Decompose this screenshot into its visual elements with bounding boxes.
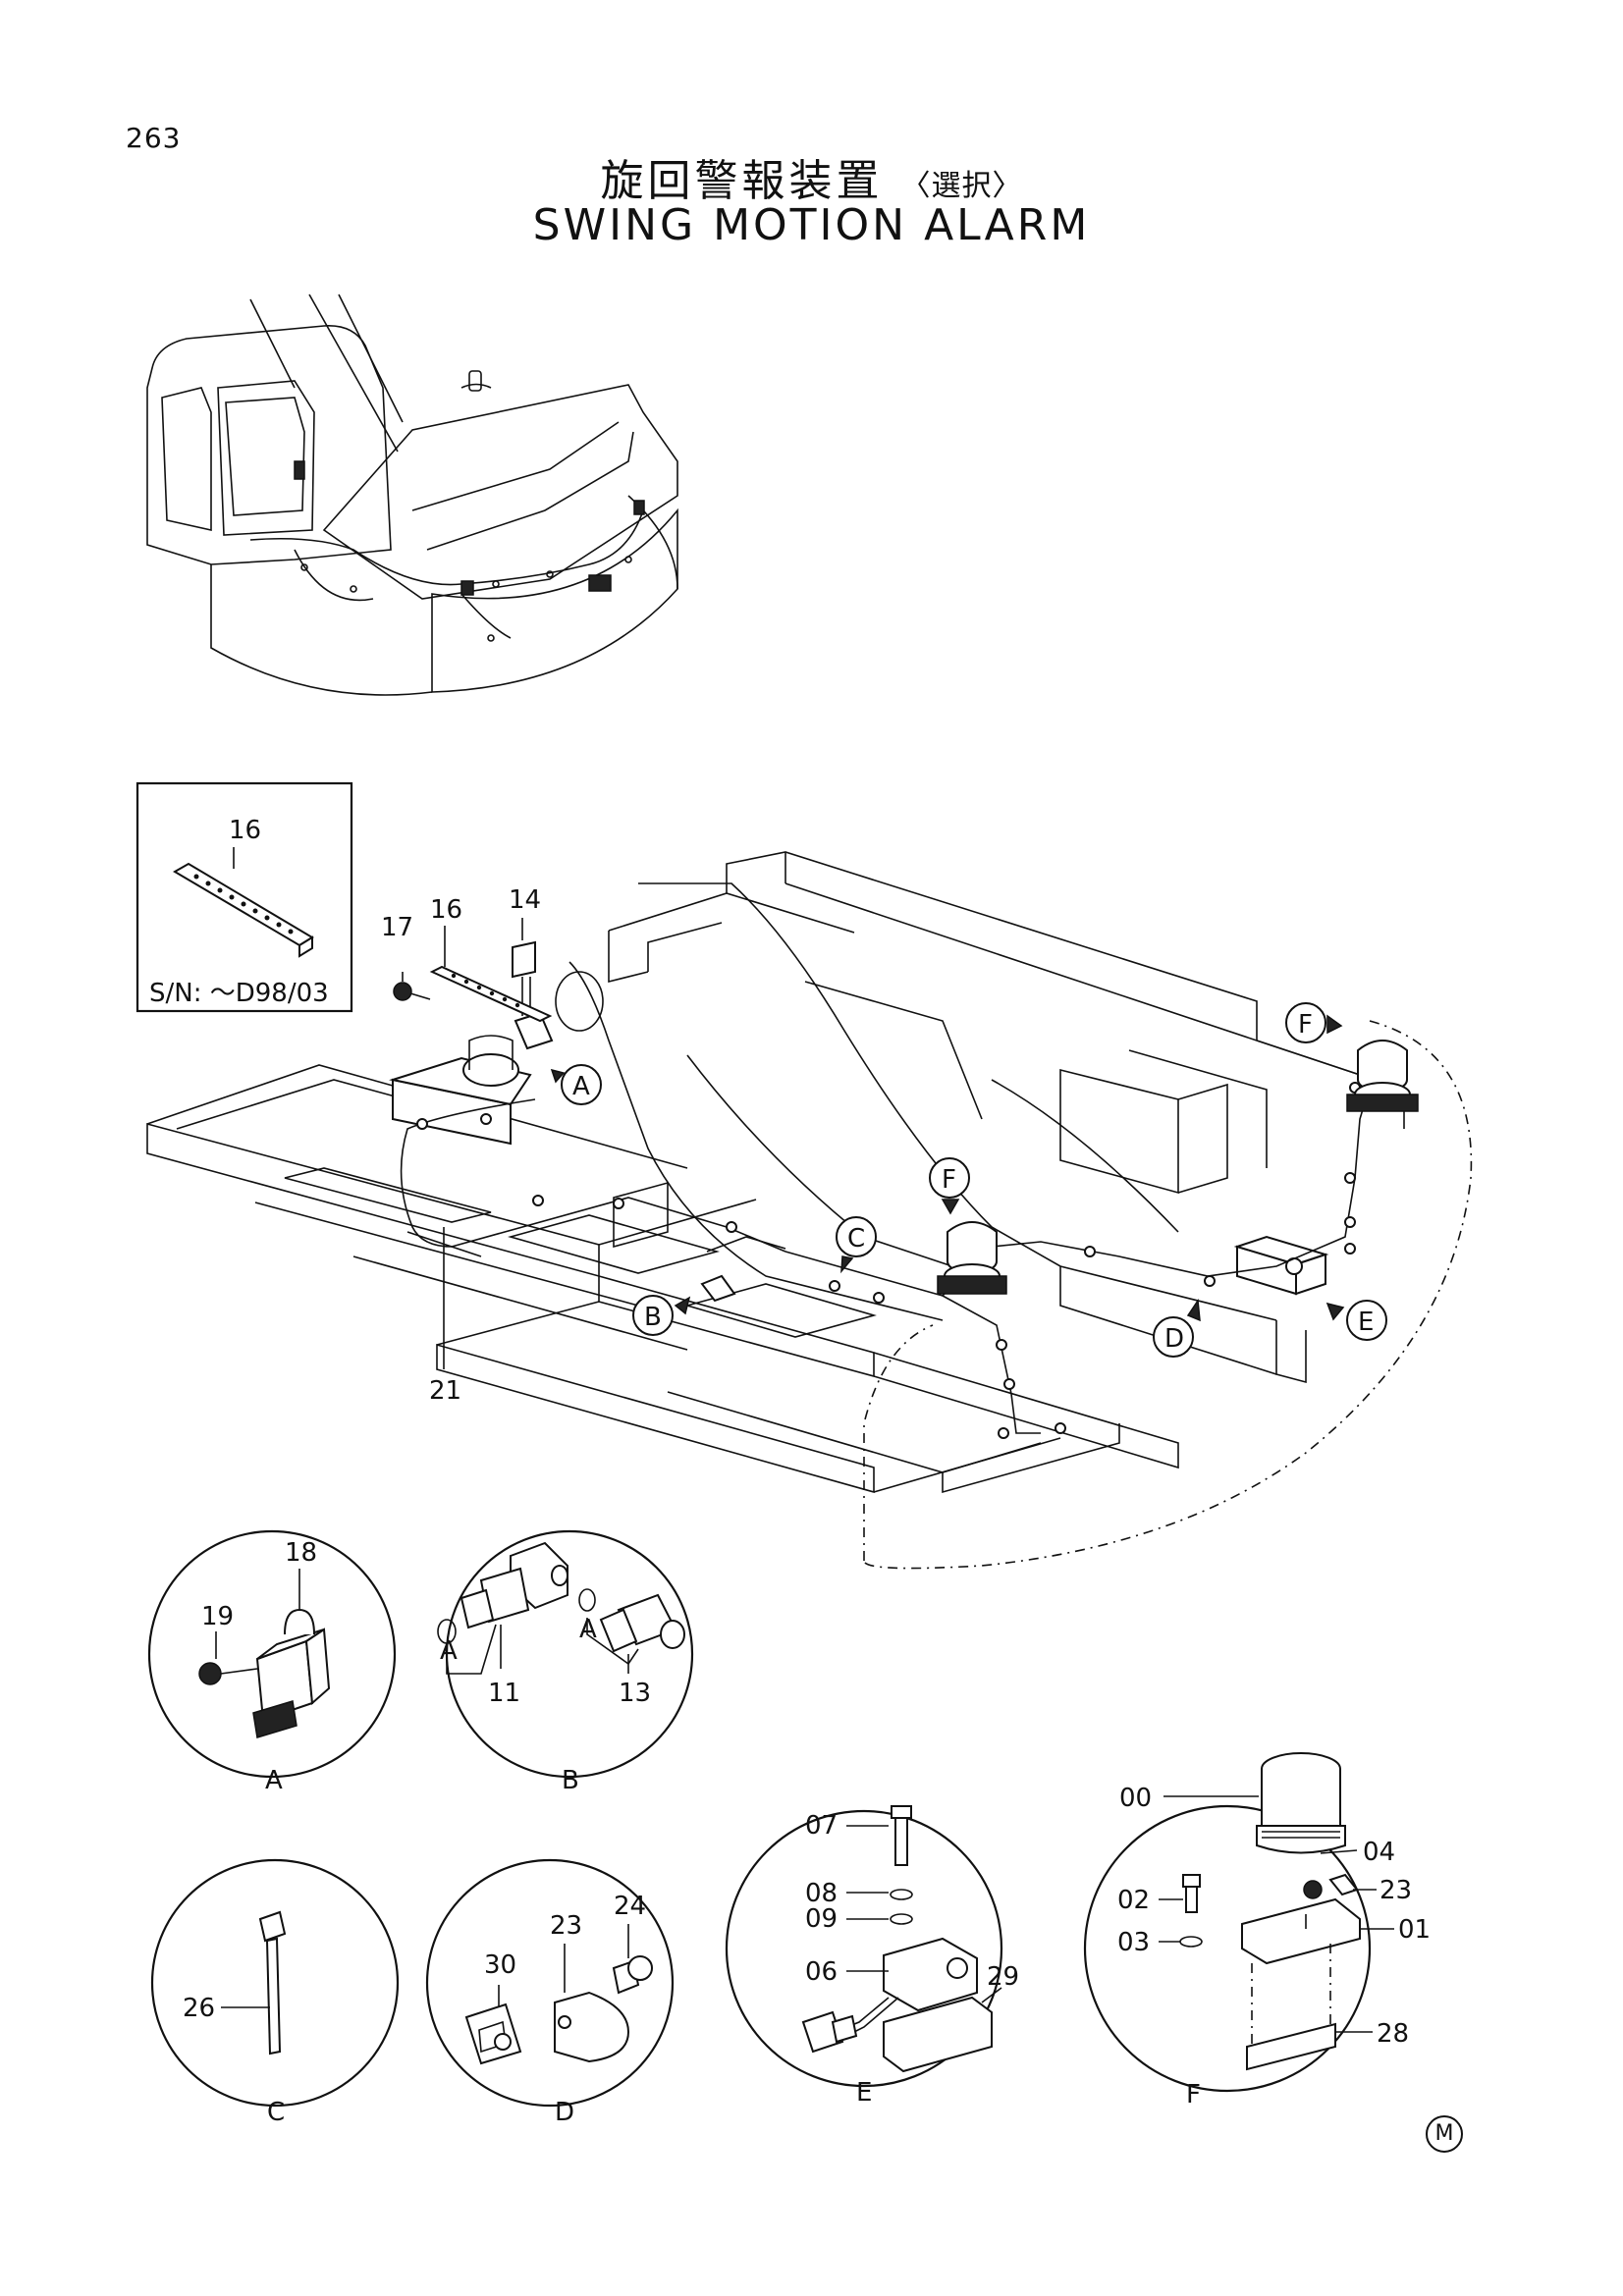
detail-b: A A 11 13 B [437, 1529, 694, 1795]
detail-c: 26 C [150, 1858, 400, 2127]
detail-a-part-18: 18 [285, 1538, 317, 1568]
detail-b-sub-a-right: A [579, 1615, 597, 1644]
view-ref-F-center[interactable]: F [929, 1157, 970, 1215]
inset-part-16: 16 S/N: ～D98/03 [135, 781, 353, 1013]
page-title-english: SWING MOTION ALARM [532, 200, 1091, 250]
view-ref-D-letter: D [1164, 1324, 1184, 1354]
detail-e-part-29: 29 [987, 1962, 1019, 1992]
label-part-16: 16 [430, 895, 462, 925]
detail-e: 07 08 09 06 29 E [725, 1805, 1019, 2108]
detail-e-part-08: 08 [805, 1879, 838, 1908]
inset-serial-note: S/N: ～D98/03 [149, 979, 329, 1008]
detail-d: 24 23 30 D [425, 1858, 675, 2127]
view-ref-F-right-letter: F [1298, 1010, 1313, 1040]
label-part-21: 21 [429, 1376, 461, 1406]
detail-b-part-13: 13 [619, 1679, 651, 1708]
detail-f-part-23: 23 [1380, 1876, 1412, 1905]
detail-d-part-24: 24 [614, 1892, 646, 1921]
view-ref-D[interactable]: D [1153, 1298, 1201, 1358]
view-ref-C-letter: C [847, 1224, 865, 1254]
detail-f-caption: F [1186, 2080, 1201, 2109]
detail-e-part-09: 09 [805, 1904, 838, 1934]
detail-b-caption: B [562, 1766, 579, 1795]
detail-e-caption: E [856, 2078, 872, 2108]
page-title-japanese: 旋回警報装置 〈選択〉 [0, 145, 1623, 208]
detail-f-part-02: 02 [1117, 1886, 1150, 1915]
view-ref-B-letter: B [644, 1303, 662, 1332]
view-ref-F-center-letter: F [942, 1165, 956, 1195]
title-jp-text: 旋回警報装置 [600, 156, 884, 206]
view-ref-E[interactable]: E [1325, 1300, 1387, 1341]
detail-d-part-30: 30 [484, 1950, 516, 1980]
detail-b-part-11: 11 [488, 1679, 520, 1708]
view-ref-B[interactable]: B [632, 1295, 691, 1336]
excavator-overview [146, 294, 678, 696]
detail-e-part-06: 06 [805, 1957, 838, 1987]
inset-label-16: 16 [229, 816, 261, 845]
detail-a: 18 19 A [147, 1529, 397, 1795]
view-ref-F-right[interactable]: F [1285, 1002, 1343, 1043]
label-part-17: 17 [381, 913, 413, 942]
detail-d-caption: D [555, 2098, 574, 2127]
title-jp-option: 〈選択〉 [900, 169, 1023, 203]
view-ref-A-letter: A [572, 1072, 590, 1101]
main-frame-assembly [146, 851, 1473, 1570]
manufacturer-mark: M [1426, 2115, 1463, 2153]
view-ref-C[interactable]: C [836, 1216, 877, 1274]
detail-f-part-28: 28 [1377, 2019, 1409, 2049]
detail-f-part-04: 04 [1363, 1838, 1395, 1867]
detail-c-part-26: 26 [183, 1994, 215, 2023]
view-ref-E-letter: E [1358, 1308, 1374, 1337]
page-number: 263 [126, 122, 182, 154]
view-ref-A[interactable]: A [550, 1064, 602, 1105]
detail-f-part-03: 03 [1117, 1928, 1150, 1957]
label-part-14: 14 [509, 885, 541, 915]
detail-c-caption: C [267, 2098, 285, 2127]
detail-a-caption: A [265, 1766, 283, 1795]
detail-f: 00 04 23 02 01 03 28 F [1083, 1752, 1431, 2109]
detail-e-part-07: 07 [805, 1811, 838, 1841]
detail-f-part-00: 00 [1119, 1784, 1152, 1813]
detail-d-part-23: 23 [550, 1911, 582, 1941]
detail-a-part-19: 19 [201, 1602, 234, 1631]
detail-b-sub-a-left: A [440, 1636, 458, 1666]
detail-f-part-01: 01 [1398, 1915, 1431, 1945]
